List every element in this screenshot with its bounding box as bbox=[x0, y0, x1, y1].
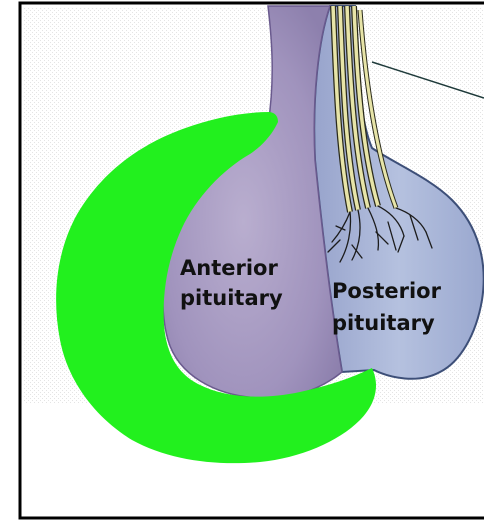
posterior-label-line2: pituitary bbox=[332, 311, 435, 335]
anterior-label-line2: pituitary bbox=[180, 286, 283, 310]
anterior-label-line1: Anterior bbox=[180, 256, 278, 280]
posterior-label-line1: Posterior bbox=[332, 279, 442, 303]
